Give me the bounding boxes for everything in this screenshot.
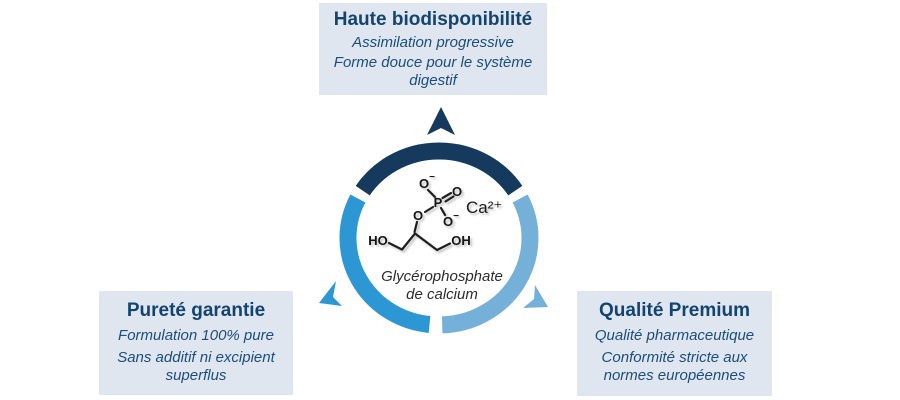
calcium-ion-label: Ca²⁺ (466, 198, 502, 217)
cycle-arc-left (339, 194, 431, 333)
card-line-quality-2: Conformité stricte aux normes européenne… (601, 349, 748, 385)
molecule-caption-line1: Glycérophosphate (381, 268, 503, 285)
atom-o-low-charge: − (453, 211, 459, 222)
bond-p-double-o-b (444, 195, 455, 203)
card-line-quality-1: Qualité pharmaceutique (594, 326, 755, 344)
arrow-up-icon (427, 107, 455, 135)
bond-p-double-o-a (441, 191, 453, 200)
feature-card-purity: Pureté garantie Formulation 100% pure Sa… (99, 291, 293, 395)
card-title-bioavailability: Haute biodisponibilité (333, 9, 533, 30)
feature-card-bioavailability: Haute biodisponibilité Assimilation prog… (319, 3, 547, 95)
atom-ho: HO (368, 233, 388, 248)
card-title-purity: Pureté garantie (126, 300, 266, 321)
atom-o-low: O (443, 214, 453, 229)
card-line-purity-2: Sans additif ni excipient superflus (117, 349, 275, 385)
cycle-arc-right (441, 194, 539, 334)
atom-o-ester: O (413, 208, 423, 223)
atom-o-top-charge: − (429, 172, 435, 183)
bond-p-otop (426, 188, 437, 199)
atom-o-top: O (419, 176, 429, 191)
molecule-caption-line2: de calcium (406, 286, 478, 303)
arrow-down-right-icon (523, 285, 548, 308)
card-line-purity-1: Formulation 100% pure (118, 326, 274, 344)
feature-card-quality: Qualité Premium Qualité pharmaceutique C… (577, 291, 772, 396)
bond-glycerol-backbone (387, 232, 452, 252)
bond-p-oester (423, 205, 435, 214)
cycle-arrows (319, 107, 548, 334)
card-title-quality: Qualité Premium (599, 300, 750, 321)
cycle-arc-top (355, 142, 523, 196)
molecule-structure: O − P O O − O HO OH Ca²⁺ (368, 172, 502, 252)
bond-o-c (413, 220, 419, 234)
bond-p-olow (439, 206, 447, 217)
atom-p: P (434, 195, 443, 210)
atom-o-double: O (452, 184, 462, 199)
arrow-down-left-icon (319, 281, 342, 306)
card-line-bioavailability-1: Assimilation progressive (352, 33, 514, 51)
card-line-bioavailability-2: Forme douce pour le système digestif (333, 54, 533, 90)
atom-oh: OH (451, 233, 471, 248)
